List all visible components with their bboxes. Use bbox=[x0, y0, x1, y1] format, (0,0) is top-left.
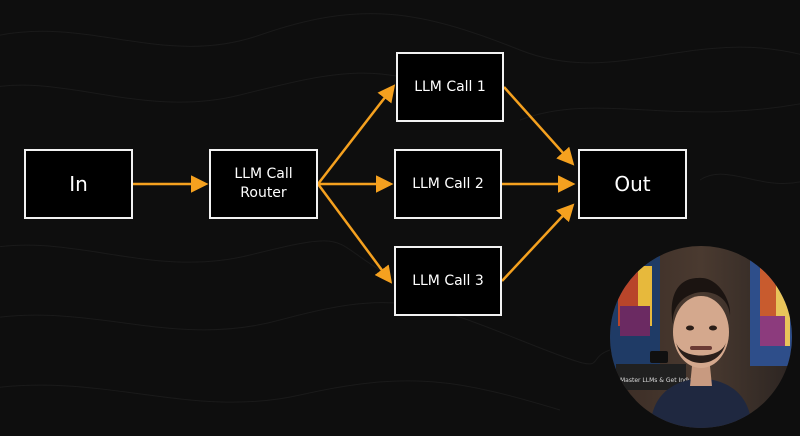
output-node: Out bbox=[578, 149, 687, 219]
router-node: LLM Call Router bbox=[209, 149, 318, 219]
llm-call-3-node: LLM Call 3 bbox=[394, 246, 502, 316]
input-node: In bbox=[24, 149, 133, 219]
edge-call1-to-out bbox=[503, 86, 575, 166]
webcam-overlay: Master LLMs & Get Industry bbox=[610, 246, 792, 428]
edge-router-to-call1 bbox=[317, 84, 396, 185]
edge-call3-to-out bbox=[501, 203, 575, 282]
poster-text: Master LLMs & Get Industry bbox=[620, 377, 704, 384]
edge-router-to-call3 bbox=[316, 183, 393, 284]
llm-call-1-node: LLM Call 1 bbox=[396, 52, 504, 122]
presenter-photo: Master LLMs & Get Industry bbox=[610, 246, 792, 428]
llm-call-2-node: LLM Call 2 bbox=[394, 149, 502, 219]
